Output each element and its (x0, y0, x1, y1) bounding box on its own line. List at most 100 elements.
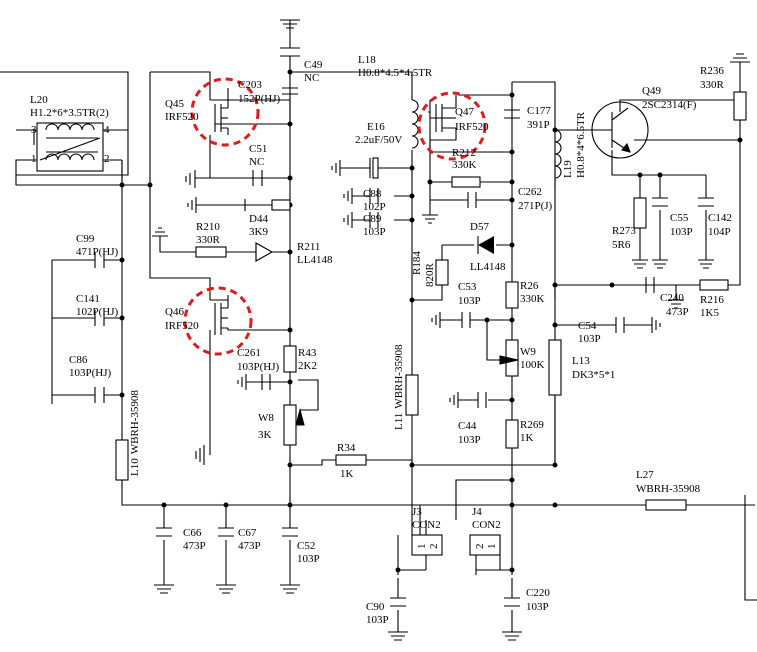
label-c52-value: 103P (297, 553, 320, 565)
j4-pin-2: 2 (474, 544, 486, 550)
label-c67-value: 473P (238, 540, 261, 552)
component-labels: L20 H1.2*6*3.5TR(2) 3 4 1 2 Q45 IRF520 C… (30, 54, 732, 626)
diode-symbols (244, 199, 494, 262)
label-c54-ref: C54 (578, 320, 597, 332)
highlight-circle-q45 (190, 77, 260, 147)
label-c240-value: 473P (666, 306, 689, 318)
label-r269-value: 1K (520, 432, 534, 444)
label-e16-ref: E16 (367, 121, 385, 133)
label-r184-value: 820R (424, 263, 436, 288)
label-r236-value: 330R (700, 79, 725, 91)
label-q45-ref: Q45 (165, 98, 184, 110)
label-r26-ref: R26 (520, 280, 539, 292)
label-q49-value: 2SC2314(F) (642, 99, 697, 111)
label-l27-ref: L27 (636, 469, 654, 481)
label-c53-value: 103P (458, 295, 481, 307)
label-c90-ref: C90 (366, 601, 385, 613)
label-r216-ref: R216 (700, 294, 724, 306)
label-c88-ref: C88 (363, 188, 382, 200)
inductor-symbols (15, 99, 562, 179)
j3-pin-2: 2 (428, 544, 440, 550)
label-l27-value: WBRH-35908 (636, 483, 701, 495)
l20-pin-2: 2 (104, 153, 110, 165)
label-c262-ref: C262 (518, 186, 542, 198)
label-r212-ref: R212 (452, 147, 476, 159)
label-w8-value: 3K (258, 429, 272, 441)
label-d44-value: 3K9 (249, 226, 268, 238)
label-l10: L10WBRH-35908 (129, 390, 141, 476)
label-r273-ref: R273 (612, 225, 636, 237)
label-l11: L11WBRH-35908 (393, 344, 405, 430)
l20-pin-3: 3 (31, 124, 37, 136)
label-c142-value: 104P (708, 226, 731, 238)
label-q45-value: IRF520 (165, 111, 199, 123)
j4-pin-1: 1 (486, 544, 498, 550)
capacitor-symbols (94, 47, 714, 607)
label-r211-ref: R211 (297, 241, 320, 253)
junctions (119, 69, 743, 573)
label-r212-value: 330K (452, 159, 477, 171)
label-d57-value: LL4148 (470, 261, 506, 273)
label-c261-value: 103P(HJ) (237, 361, 280, 373)
label-c86-value: 103P(HJ) (69, 367, 112, 379)
label-c49-ref: C49 (304, 59, 323, 71)
wires (0, 30, 757, 628)
label-l13-value: DK3*5*1 (572, 369, 615, 381)
ground-symbols (51, 19, 750, 641)
label-r43-ref: R43 (298, 347, 317, 359)
label-c53-ref: C53 (458, 281, 477, 293)
label-r43-value: 2K2 (298, 360, 317, 372)
label-c89-value: 103P (363, 226, 386, 238)
label-c55-ref: C55 (670, 212, 689, 224)
connector-symbols (411, 534, 501, 556)
highlight-circle-q47 (417, 91, 487, 161)
label-c49-value: NC (304, 72, 319, 84)
label-w9-ref: W9 (520, 346, 536, 358)
label-d57-ref: D57 (470, 221, 489, 233)
bjt-q49 (591, 101, 649, 159)
label-r34-value: 1K (340, 468, 354, 480)
label-c89-ref: C89 (363, 213, 382, 225)
mosfet-symbols (214, 95, 457, 335)
label-c141-ref: C141 (76, 293, 100, 305)
label-d44-ref: D44 (249, 213, 268, 225)
label-r210-ref: R210 (196, 221, 220, 233)
label-c220-value: 103P (526, 601, 549, 613)
label-r216-value: 1K5 (700, 307, 719, 319)
l20-pin-1: 1 (31, 153, 37, 165)
label-c177-ref: C177 (527, 105, 551, 117)
label-w9-value: 100K (520, 359, 545, 371)
label-c54-value: 103P (578, 333, 601, 345)
label-c44-ref: C44 (458, 420, 477, 432)
label-q46-value: IRF520 (165, 320, 199, 332)
label-q49-ref: Q49 (642, 85, 661, 97)
label-c66-value: 473P (183, 540, 206, 552)
highlight-circle-q46 (183, 286, 253, 356)
label-j3-ref: J3 (412, 506, 422, 518)
label-q47-value: IRF520 (455, 121, 489, 133)
label-e16-value: 2.2uF/50V (355, 134, 402, 146)
label-c66-ref: C66 (183, 527, 202, 539)
label-r236-ref: R236 (700, 65, 724, 77)
label-q47-ref: Q47 (455, 106, 474, 118)
label-c86-ref: C86 (69, 354, 88, 366)
label-c220-ref: C220 (526, 587, 550, 599)
label-c177-value: 391P (527, 119, 550, 131)
label-c262-value: 271P(J) (518, 200, 553, 212)
label-c99-value: 471P(HJ) (76, 246, 119, 258)
label-l19-value: H0.8*4*6.5TR (575, 111, 587, 178)
label-r269-ref: R269 (520, 419, 544, 431)
label-r273-value: 5R6 (612, 239, 631, 251)
label-l13-ref: L13 (572, 355, 590, 367)
label-c51-value: NC (249, 156, 264, 168)
label-c203-value: 152P(HJ) (238, 93, 281, 105)
label-r26-value: 330K (520, 293, 545, 305)
label-c88-value: 102P (363, 201, 386, 213)
pot-symbols (295, 355, 519, 426)
label-q46-ref: Q46 (165, 306, 184, 318)
resistor-symbols (115, 91, 747, 511)
label-j3-value: CON2 (412, 519, 441, 531)
label-j4-ref: J4 (472, 506, 482, 518)
label-c67-ref: C67 (238, 527, 257, 539)
